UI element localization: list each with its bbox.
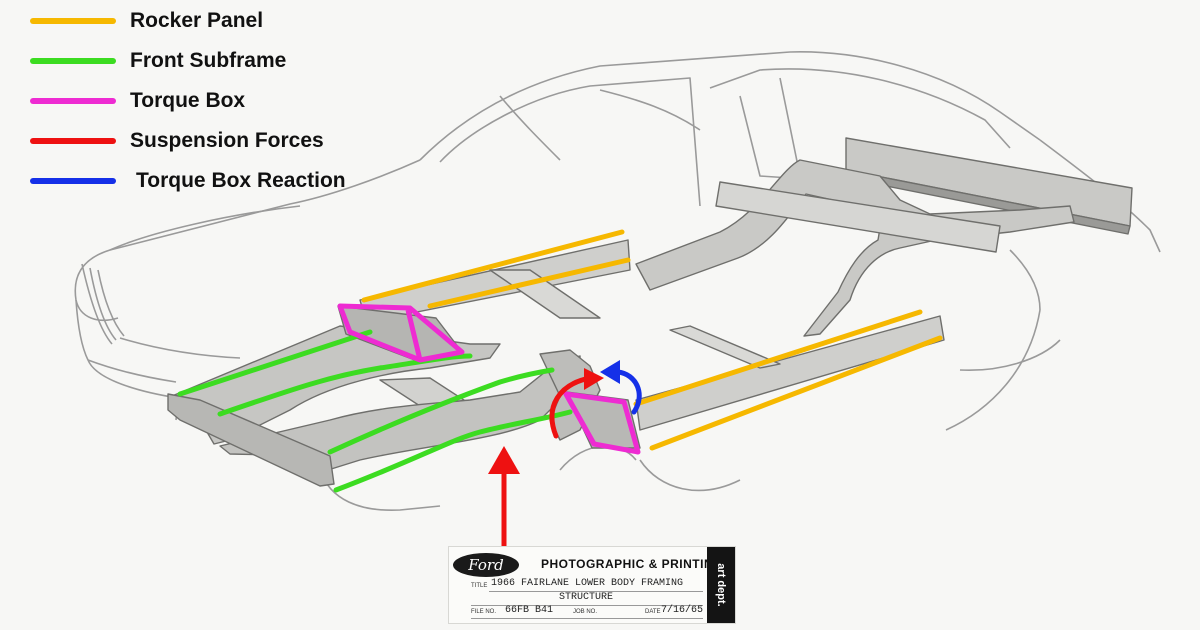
tag-file-no: 66FB B41	[505, 605, 554, 616]
art-dept-strip: art dept.	[707, 547, 735, 623]
tag-title-label: TITLE	[471, 583, 488, 589]
legend-swatch	[30, 138, 116, 144]
tag-rule	[489, 591, 703, 592]
tag-date-label: DATE	[645, 609, 661, 615]
annotation-front-subframe	[177, 329, 573, 493]
reaction-arrowhead	[600, 360, 620, 384]
tag-heading: PHOTOGRAPHIC & PRINTING	[541, 557, 723, 571]
suspension-force-arrowhead	[488, 446, 520, 474]
legend-swatch	[30, 178, 116, 184]
tag-date: 7/16/65	[661, 605, 704, 616]
legend-swatch	[30, 58, 116, 64]
legend: Rocker Panel Front Subframe Torque Box S…	[0, 0, 420, 200]
legend-label: Torque Box Reaction	[136, 169, 346, 192]
legend-label: Front Subframe	[130, 49, 287, 72]
legend-label: Suspension Forces	[130, 129, 324, 152]
legend-item-rocker-panel: Rocker Panel	[0, 5, 420, 35]
legend-swatch	[30, 18, 116, 24]
tag-side-label: art dept.	[715, 563, 727, 607]
tag-file-label: FILE NO.	[471, 609, 497, 615]
legend-item-suspension-forces: Suspension Forces	[0, 125, 420, 155]
legend-item-torque-box: Torque Box	[0, 85, 420, 115]
tag-rule	[471, 618, 703, 619]
annotation-torque-box	[337, 303, 641, 455]
legend-item-front-subframe: Front Subframe	[0, 45, 420, 75]
tag-title-line2: STRUCTURE	[559, 592, 614, 603]
tag-title-line1: 1966 FAIRLANE LOWER BODY FRAMING	[491, 578, 684, 589]
ford-photo-tag: Ford PHOTOGRAPHIC & PRINTING TITLE 1966 …	[448, 546, 736, 624]
legend-label: Rocker Panel	[130, 9, 264, 32]
legend-swatch	[30, 98, 116, 104]
tag-job-label: JOB NO.	[573, 609, 598, 615]
tag-rule	[471, 605, 703, 606]
legend-item-torque-box-reaction: Torque Box Reaction	[0, 165, 420, 195]
suspension-curl-arrowhead	[584, 368, 604, 390]
annotation-rocker-panel	[361, 229, 943, 451]
annotation-torque-box-reaction	[615, 369, 642, 415]
legend-label: Torque Box	[130, 89, 246, 112]
ford-logo: Ford	[453, 553, 519, 577]
